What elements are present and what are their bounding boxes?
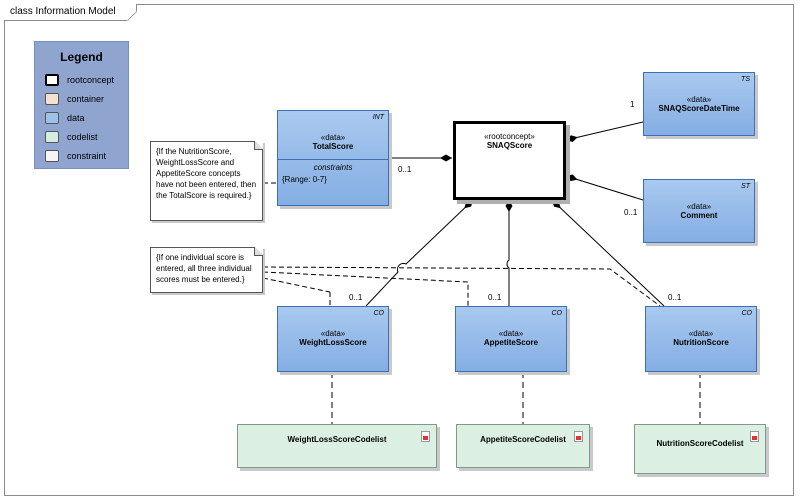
note-individual-scores[interactable]: {If one individual score is entered, all… xyxy=(150,247,263,293)
legend-label: container xyxy=(67,93,105,104)
multiplicity-comment: 0..1 xyxy=(624,208,638,217)
codelist-name: NutritionScoreCodelist xyxy=(656,439,744,448)
note-link-appetite xyxy=(262,271,469,306)
stereotype: «data» xyxy=(320,133,346,142)
codelist-name: WeightLossScoreCodelist xyxy=(287,435,387,444)
note-totalscore[interactable]: {If the NutritionScore, WeightLossScore … xyxy=(150,141,263,221)
class-name: AppetiteScore xyxy=(483,338,539,347)
assoc-weightloss xyxy=(365,199,474,307)
assoc-comment xyxy=(565,174,644,201)
class-totalscore[interactable]: INT «data» TotalScore constraints {Range… xyxy=(277,110,389,206)
assoc-datetime xyxy=(565,121,644,143)
type-tag: CO xyxy=(551,310,563,317)
type-tag: CO xyxy=(373,310,385,317)
document-icon xyxy=(421,431,430,442)
legend-item-rootconcept: rootconcept xyxy=(45,70,128,89)
legend-title: Legend xyxy=(60,50,103,64)
legend-item-constraint: constraint xyxy=(45,146,128,165)
stereotype: «data» xyxy=(686,95,712,104)
multiplicity-appetite: 0..1 xyxy=(488,293,502,302)
frame-title: class Information Model xyxy=(4,4,137,21)
multiplicity-total: 0..1 xyxy=(398,165,412,174)
stereotype: «data» xyxy=(320,329,346,338)
class-name: SNAQScoreDateTime xyxy=(658,104,740,113)
class-snaqscore[interactable]: «rootconcept» SNAQScore xyxy=(453,121,566,200)
assoc-nutrition xyxy=(551,199,665,307)
legend-item-data: data xyxy=(45,108,128,127)
assoc-appetite xyxy=(505,200,513,306)
legend-item-container: container xyxy=(45,89,128,108)
codelist-appetitescore[interactable]: AppetiteScoreCodelist xyxy=(456,424,590,468)
legend-swatch xyxy=(45,111,59,124)
compartment-divider xyxy=(278,159,388,160)
type-tag: ST xyxy=(741,183,750,190)
codelist-nutritionscore[interactable]: NutritionScoreCodelist xyxy=(634,424,766,474)
multiplicity-nutrition: 0..1 xyxy=(668,293,682,302)
legend-label: data xyxy=(67,112,85,123)
diagram-frame xyxy=(4,4,794,496)
legend: Legend rootconcept container data codeli… xyxy=(34,41,129,169)
stereotype: «data» xyxy=(686,202,712,211)
document-icon xyxy=(574,431,583,442)
compartment-title: constraints xyxy=(313,163,353,172)
legend-swatch xyxy=(45,92,59,105)
class-snaqscoredatetime[interactable]: TS «data» SNAQScoreDateTime xyxy=(643,72,755,136)
type-tag: CO xyxy=(741,310,753,317)
legend-label: codelist xyxy=(67,131,98,142)
legend-item-codelist: codelist xyxy=(45,127,128,146)
class-name: NutritionScore xyxy=(673,338,729,347)
stereotype: «rootconcept» xyxy=(484,132,535,141)
constraint-text: {Range: 0-7} xyxy=(282,175,327,184)
document-icon xyxy=(750,431,759,442)
stereotype: «data» xyxy=(688,329,714,338)
legend-swatch xyxy=(45,149,59,162)
class-weightlossscore[interactable]: CO «data» WeightLossScore xyxy=(277,306,389,372)
legend-label: rootconcept xyxy=(67,74,115,85)
stereotype: «data» xyxy=(498,329,524,338)
legend-swatch xyxy=(45,73,59,86)
note-link-nutrition xyxy=(262,266,661,307)
multiplicity-datetime: 1 xyxy=(630,100,635,109)
type-tag: TS xyxy=(741,76,750,83)
class-appetitescore[interactable]: CO «data» AppetiteScore xyxy=(455,306,567,372)
class-name: Comment xyxy=(680,211,718,220)
multiplicity-weightloss: 0..1 xyxy=(349,293,363,302)
legend-swatch xyxy=(45,130,59,143)
codelist-weightlossscore[interactable]: WeightLossScoreCodelist xyxy=(237,424,437,468)
type-tag: INT xyxy=(372,114,384,121)
class-comment[interactable]: ST «data» Comment xyxy=(643,179,755,243)
class-nutritionscore[interactable]: CO «data» NutritionScore xyxy=(645,306,757,372)
class-name: SNAQScore xyxy=(486,141,533,150)
legend-label: constraint xyxy=(67,150,107,161)
note-link-weightloss xyxy=(262,277,331,293)
class-name: TotalScore xyxy=(312,142,354,151)
class-name: WeightLossScore xyxy=(299,338,367,347)
codelist-name: AppetiteScoreCodelist xyxy=(480,435,566,444)
